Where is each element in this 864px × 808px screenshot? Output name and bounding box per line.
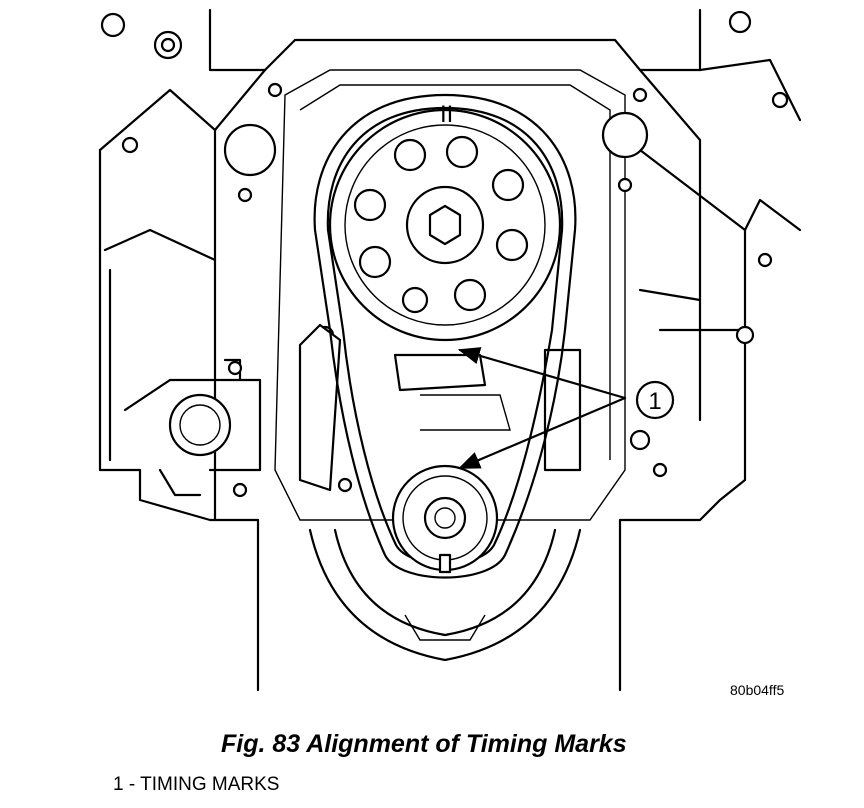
left-housing	[123, 358, 262, 497]
crank-pulley-outline	[308, 528, 582, 662]
bolt-holes	[100, 10, 789, 498]
figure-caption: Fig. 83 Alignment of Timing Marks	[221, 730, 627, 758]
legend-item: 1 - TIMING MARKS	[113, 774, 280, 795]
svg-text:II: II	[440, 101, 453, 128]
image-code: 80b04ff5	[730, 682, 785, 698]
timing-chain-illustration: II 1	[98, 8, 802, 692]
callout-number: 1	[648, 388, 661, 415]
camshaft-sprocket: II	[313, 93, 577, 579]
engine-block	[98, 8, 802, 692]
timing-mark-callout: 1	[457, 347, 675, 470]
crankshaft-sprocket	[391, 464, 499, 574]
